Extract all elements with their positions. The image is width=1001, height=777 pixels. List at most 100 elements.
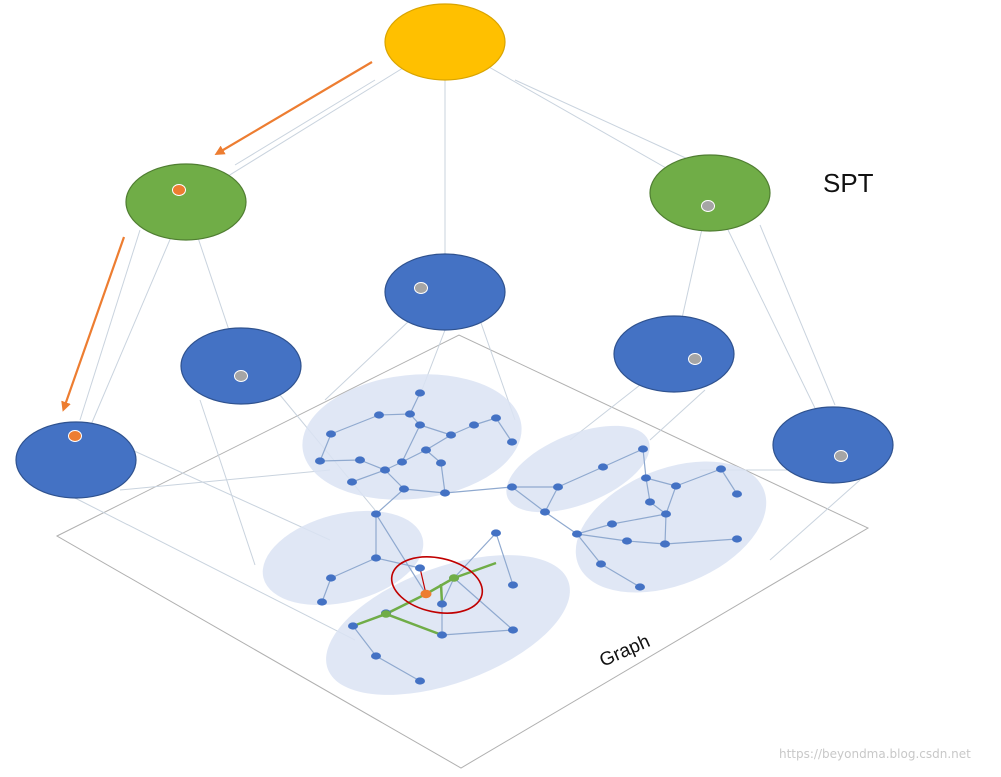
graph-node bbox=[415, 389, 425, 397]
graph-node bbox=[661, 510, 671, 518]
graph-node bbox=[732, 535, 742, 543]
graph-node bbox=[622, 537, 632, 545]
graph-edge bbox=[425, 434, 452, 451]
graph-edge bbox=[441, 629, 514, 636]
graph-node bbox=[326, 574, 336, 582]
graph-node bbox=[491, 529, 501, 537]
graph-node bbox=[607, 520, 617, 528]
graph-edge bbox=[576, 533, 628, 542]
graph-node bbox=[596, 560, 606, 568]
graph-edge bbox=[419, 424, 452, 436]
graph-node bbox=[315, 457, 325, 465]
graph-node bbox=[421, 446, 431, 454]
graph-node bbox=[371, 510, 381, 518]
graph-node bbox=[440, 489, 450, 497]
graph-edge bbox=[642, 448, 647, 479]
graph-edge bbox=[319, 459, 361, 462]
source-graph-node bbox=[420, 589, 432, 599]
graph-node bbox=[507, 483, 517, 491]
graph-cluster bbox=[326, 555, 570, 695]
graph-node bbox=[507, 438, 517, 446]
spt-connectors bbox=[74, 41, 861, 641]
graph-node bbox=[446, 431, 456, 439]
highlight-edge bbox=[453, 561, 497, 580]
graph-node bbox=[635, 583, 645, 591]
graph-edge bbox=[401, 424, 421, 463]
spt-connector-line bbox=[514, 79, 691, 161]
graph-edge bbox=[576, 533, 602, 565]
graph-node bbox=[317, 598, 327, 606]
graph-edge bbox=[330, 414, 380, 435]
graph-edge bbox=[375, 513, 427, 595]
graph-node bbox=[732, 490, 742, 498]
graph-edge bbox=[626, 540, 666, 545]
spt-leaf-node-2-marker bbox=[414, 282, 428, 294]
graph-cluster bbox=[506, 425, 650, 513]
graph-cluster bbox=[575, 461, 767, 593]
graph-edge bbox=[611, 513, 667, 525]
spt-connector-line bbox=[324, 319, 411, 401]
graph-node bbox=[347, 478, 357, 486]
graph-node bbox=[508, 626, 518, 634]
graph-node bbox=[491, 414, 501, 422]
graph-edge bbox=[511, 486, 546, 513]
spt-connector-line bbox=[199, 399, 256, 566]
graph-edge bbox=[384, 469, 405, 490]
graph-node bbox=[660, 540, 670, 548]
highlighted-graph-node bbox=[381, 610, 391, 618]
graph-node bbox=[508, 581, 518, 589]
spt-leaf-node-4 bbox=[15, 421, 137, 499]
focus-ring-ellipse bbox=[390, 556, 484, 614]
spt-connector-line bbox=[79, 229, 141, 421]
watermark-text: https://beyondma.blog.csdn.net bbox=[779, 747, 971, 761]
spt-root-node bbox=[384, 3, 506, 81]
graph-clusters bbox=[262, 374, 767, 695]
spt-connector-line bbox=[75, 201, 187, 461]
graph-node bbox=[371, 554, 381, 562]
graph-edge bbox=[720, 468, 738, 495]
graph-node bbox=[716, 465, 726, 473]
graph-node bbox=[572, 530, 582, 538]
spt-leaf-node-5 bbox=[772, 406, 894, 484]
spt-connector-line bbox=[74, 497, 356, 641]
graph-node bbox=[645, 498, 655, 506]
graph-node bbox=[380, 466, 390, 474]
graph-node bbox=[348, 622, 358, 630]
graph-cluster bbox=[302, 374, 522, 500]
spt-connector-line bbox=[234, 79, 376, 166]
graph-edge bbox=[645, 477, 677, 487]
spt-leaf-node-2 bbox=[384, 253, 506, 331]
graph-plane-outline bbox=[55, 334, 870, 769]
graph-edge bbox=[557, 466, 604, 488]
graph-node bbox=[326, 430, 336, 438]
graph-edge bbox=[600, 563, 641, 588]
graph-edge bbox=[352, 625, 377, 657]
graph-edge bbox=[544, 511, 578, 535]
spt-leaf-node-1 bbox=[180, 327, 302, 405]
graph-node bbox=[437, 600, 447, 608]
graph-edge bbox=[330, 557, 377, 579]
graph-label: Graph bbox=[596, 631, 653, 672]
graph-cluster bbox=[262, 510, 424, 606]
graph-edge bbox=[319, 433, 332, 462]
traversal-arrow bbox=[214, 61, 373, 156]
graph-edge bbox=[664, 513, 667, 545]
graph-plane bbox=[55, 334, 870, 769]
graph-node bbox=[399, 485, 409, 493]
spt-mid-node-left-marker bbox=[172, 184, 186, 196]
graph-node bbox=[553, 483, 563, 491]
spt-label: SPT bbox=[823, 168, 874, 198]
graph-edge bbox=[675, 468, 722, 487]
spt-connector-line bbox=[709, 192, 834, 446]
graph-node bbox=[540, 508, 550, 516]
graph-node bbox=[371, 652, 381, 660]
graph-edge bbox=[645, 477, 651, 503]
graph-nodes bbox=[315, 389, 742, 685]
graph-node bbox=[355, 456, 365, 464]
graph-node bbox=[374, 411, 384, 419]
graph-edge bbox=[495, 532, 514, 586]
spt-mid-node-right-marker bbox=[701, 200, 715, 212]
graph-edge bbox=[351, 469, 386, 483]
highlight-edge bbox=[385, 592, 427, 616]
